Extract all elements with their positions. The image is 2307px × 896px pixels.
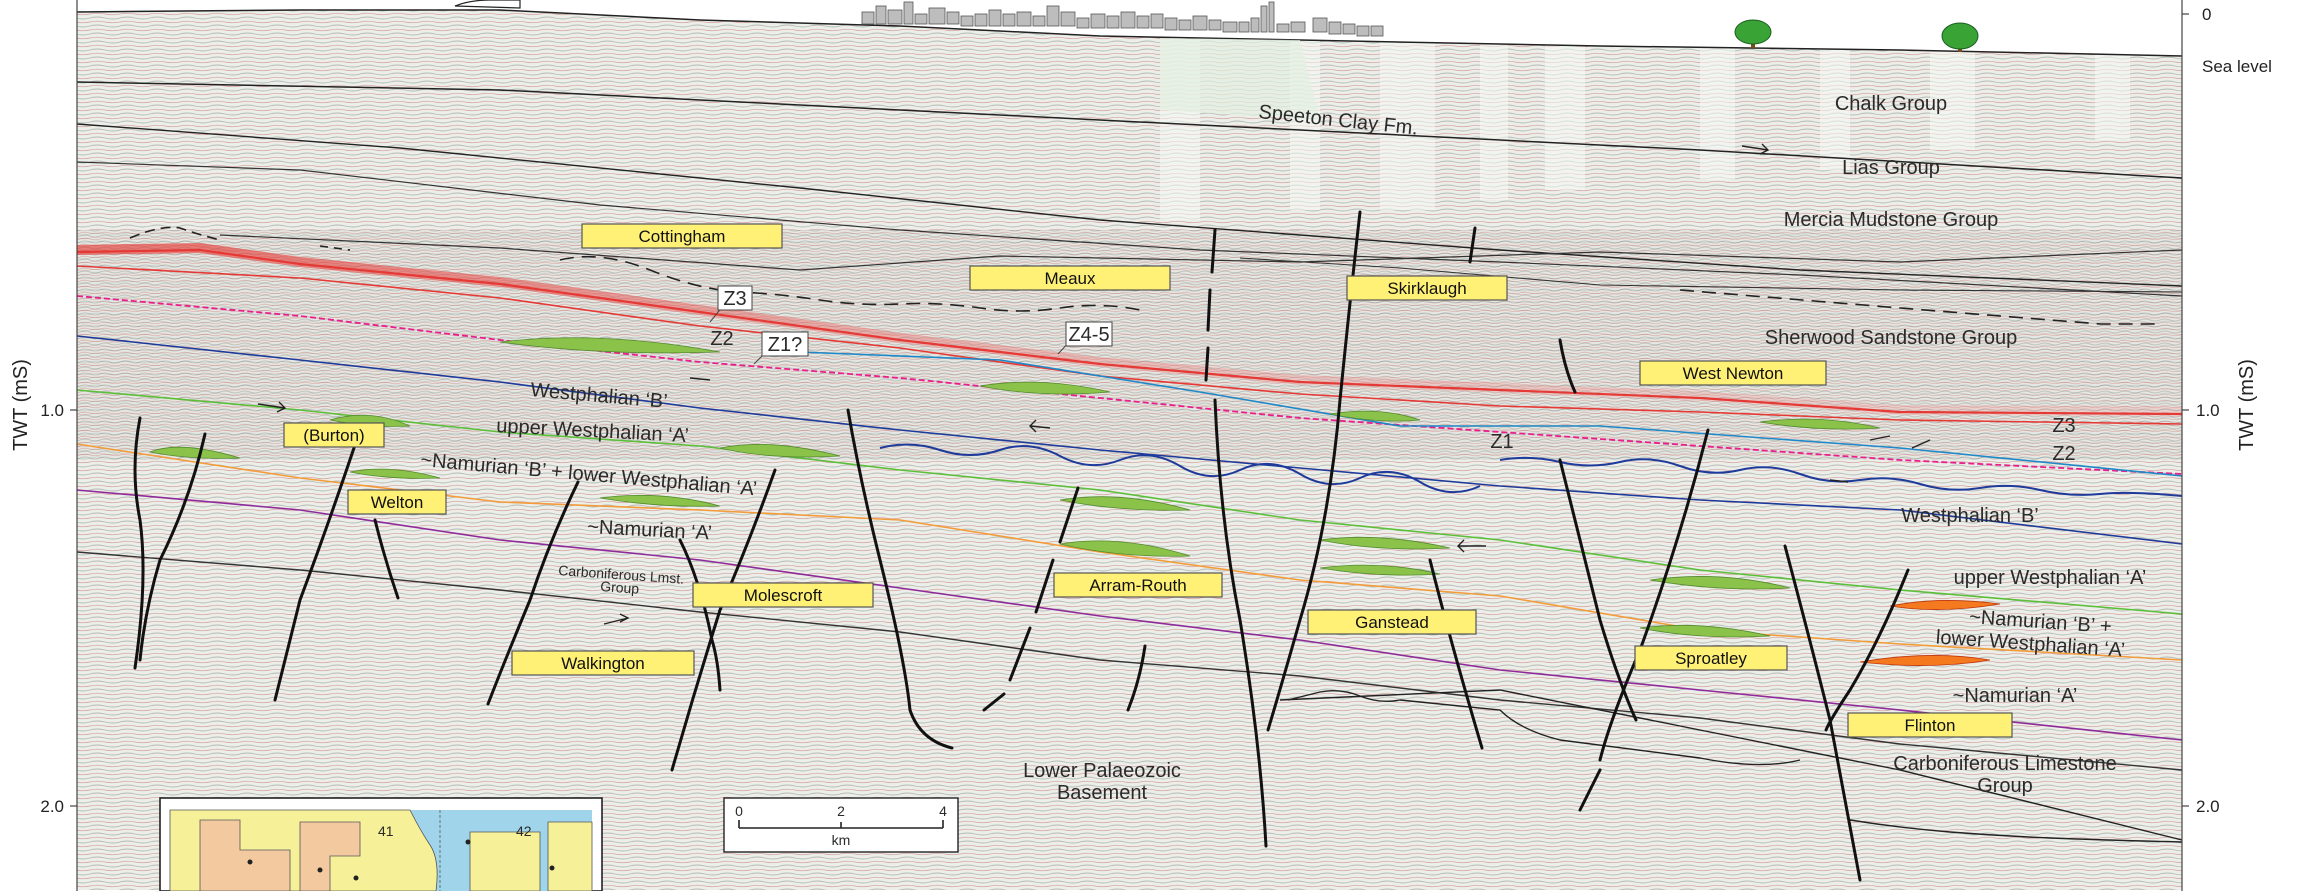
z2-label: Z2 bbox=[710, 328, 733, 350]
label-namurian-a-right: ~Namurian ‘A’ bbox=[1953, 685, 2078, 707]
scale-tick-2: 2 bbox=[837, 803, 845, 819]
z1-label-right: Z1 bbox=[1490, 431, 1513, 453]
inset-quad-42: 42 bbox=[516, 823, 532, 839]
field-label-welton: Welton bbox=[347, 489, 447, 515]
z3-label: Z3 bbox=[723, 288, 746, 310]
near-surface-zone bbox=[1160, 38, 1320, 120]
pinchout-arrows bbox=[257, 143, 1931, 625]
svg-text:Flinton: Flinton bbox=[1904, 716, 1955, 735]
field-label-skirklaugh: Skirklaugh bbox=[1346, 275, 1508, 301]
svg-text:Welton: Welton bbox=[371, 493, 424, 512]
label-sherwood-sandstone: Sherwood Sandstone Group bbox=[1765, 327, 2017, 349]
label-lias-group: Lias Group bbox=[1842, 157, 1940, 179]
svg-text:Ganstead: Ganstead bbox=[1355, 613, 1429, 632]
svg-text:Meaux: Meaux bbox=[1044, 269, 1096, 288]
field-label-flinton: Flinton bbox=[1847, 712, 2013, 738]
left-axis bbox=[70, 0, 78, 891]
field-label-meaux: Meaux bbox=[969, 265, 1171, 291]
right-axis bbox=[2181, 0, 2189, 891]
svg-text:Arram-Routh: Arram-Routh bbox=[1089, 576, 1186, 595]
town-skyline bbox=[861, 1, 1384, 37]
field-label-walkington: Walkington bbox=[511, 650, 695, 676]
label-basement-1: Lower Palaeozoic bbox=[1023, 760, 1181, 782]
z1-callout bbox=[761, 331, 809, 357]
right-tick-1: 0 bbox=[2202, 5, 2211, 24]
sea-level-label: Sea level bbox=[2202, 57, 2272, 76]
svg-text:West Newton: West Newton bbox=[1683, 364, 1784, 383]
svg-text:Walkington: Walkington bbox=[561, 654, 644, 673]
left-axis-title: TWT (mS) bbox=[10, 359, 32, 451]
right-tick-2: 1.0 bbox=[2196, 401, 2220, 420]
seismic-streaks bbox=[1160, 40, 2130, 220]
ground-surface bbox=[76, 9, 2183, 57]
scale-unit: km bbox=[832, 832, 851, 848]
field-label-molescroft: Molescroft bbox=[692, 582, 874, 608]
field-label-sproatley: Sproatley bbox=[1634, 645, 1788, 671]
inset-quad-41: 41 bbox=[378, 823, 394, 839]
tree-icon bbox=[1941, 22, 1979, 52]
z45-label: Z4-5 bbox=[1068, 324, 1109, 346]
hill-outline bbox=[454, 0, 521, 9]
inset-location-map: 41 42 bbox=[159, 797, 603, 892]
right-axis-title: TWT (mS) bbox=[2236, 359, 2258, 451]
scale-tick-0: 0 bbox=[735, 803, 743, 819]
field-label-cottingham: Cottingham bbox=[581, 223, 783, 249]
svg-text:(Burton): (Burton) bbox=[303, 426, 364, 445]
svg-text:Cottingham: Cottingham bbox=[639, 227, 726, 246]
field-label-arram-routh: Arram-Routh bbox=[1053, 572, 1223, 598]
svg-text:Sproatley: Sproatley bbox=[1675, 649, 1747, 668]
left-tick-1: 1.0 bbox=[40, 401, 64, 420]
label-basement-2: Basement bbox=[1057, 782, 1147, 804]
horizons bbox=[76, 81, 2183, 843]
scale-tick-4: 4 bbox=[939, 803, 947, 819]
label-westphalian-b-right: Westphalian ‘B’ bbox=[1901, 505, 2038, 527]
left-tick-2: 2.0 bbox=[40, 797, 64, 816]
z3-label-right: Z3 bbox=[2052, 415, 2075, 437]
svg-text:Molescroft: Molescroft bbox=[744, 586, 823, 605]
field-label-burton: (Burton) bbox=[283, 422, 385, 448]
scale-bar: 0 2 4 km bbox=[723, 797, 959, 853]
svg-text:Skirklaugh: Skirklaugh bbox=[1387, 279, 1466, 298]
label-chalk-group: Chalk Group bbox=[1835, 93, 1947, 115]
right-tick-3: 2.0 bbox=[2196, 797, 2220, 816]
z1-label: Z1? bbox=[768, 334, 802, 356]
label-mercia-mudstone: Mercia Mudstone Group bbox=[1784, 209, 1999, 231]
label-carb-lmst-right-1: Carboniferous Limestone bbox=[1893, 753, 2116, 775]
tree-icon bbox=[1734, 19, 1772, 48]
label-carb-lmst-right-2: Group bbox=[1977, 775, 2033, 797]
field-label-ganstead: Ganstead bbox=[1307, 609, 1477, 635]
z45-callout bbox=[1065, 321, 1113, 347]
hydrocarbon-shows bbox=[148, 337, 2001, 666]
label-carb-lmst-left-2: Group bbox=[600, 578, 640, 597]
faults bbox=[133, 210, 1910, 882]
label-upper-westphalian-a-right: upper Westphalian ‘A’ bbox=[1954, 567, 2147, 589]
z3-callout bbox=[717, 285, 753, 311]
z2-label-right: Z2 bbox=[2052, 443, 2075, 465]
field-label-west-newton: West Newton bbox=[1639, 360, 1827, 386]
